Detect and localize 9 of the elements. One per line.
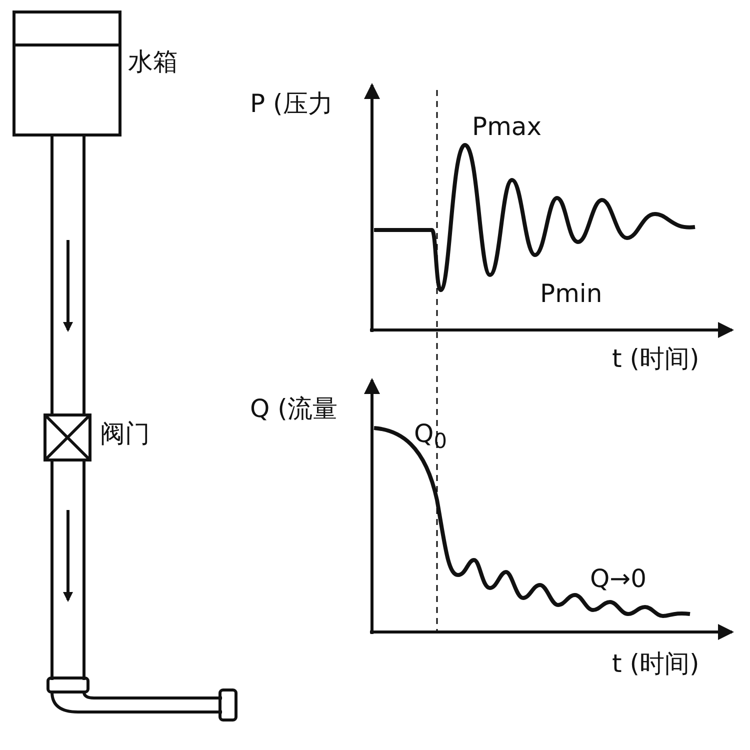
curve-label: Pmin: [540, 280, 602, 308]
curve-label: Q→0: [590, 565, 647, 592]
axis-label: t (时间): [612, 345, 700, 372]
curve-label: Pmax: [472, 113, 542, 140]
axis-label: P (压力: [250, 90, 333, 118]
part-label: 水箱: [128, 48, 178, 76]
part-label: 阀门: [100, 420, 150, 448]
axis-label: Q (流量: [250, 395, 338, 422]
axis-label: t (时间): [612, 650, 700, 678]
